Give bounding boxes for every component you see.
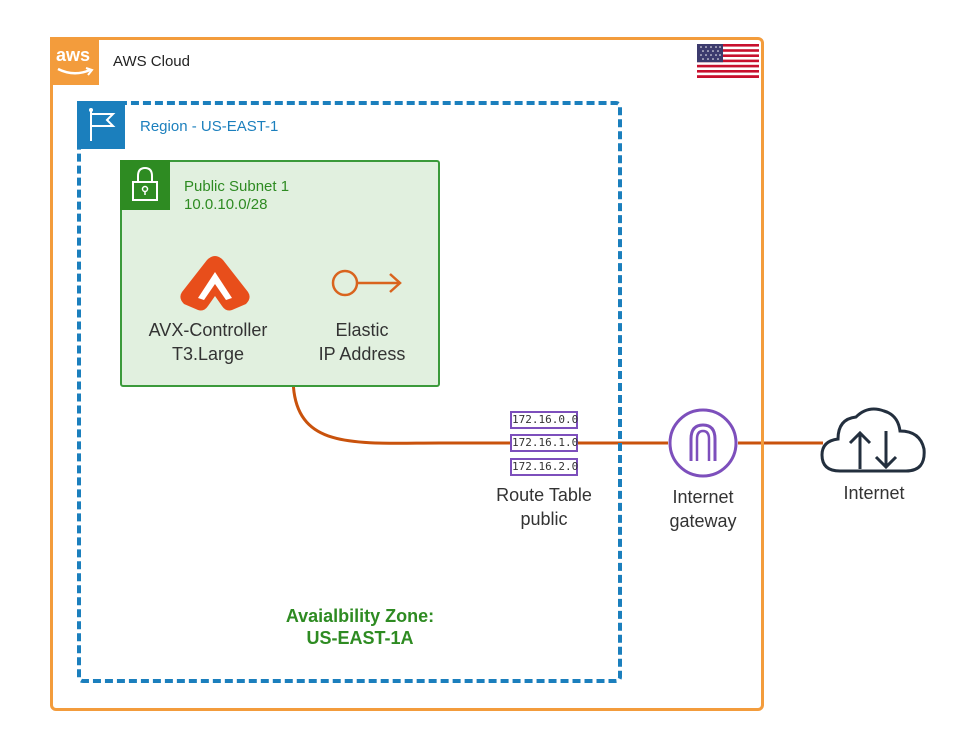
- igw-line2: gateway: [669, 511, 737, 531]
- eip-line1: Elastic: [335, 320, 389, 340]
- region-title: Region - US-EAST-1: [140, 118, 279, 135]
- controller-type: T3.Large: [171, 344, 245, 364]
- elastic-ip-icon: [331, 269, 402, 297]
- subnet-title: Public Subnet 1: [184, 178, 290, 195]
- availability-zone-label: Avaialbility Zone: US-EAST-1A: [240, 605, 480, 649]
- route-table-name: public: [520, 509, 568, 529]
- region-group: [77, 101, 622, 683]
- eip-label: Elastic IP Address: [292, 318, 432, 366]
- us-flag-icon: [697, 44, 759, 78]
- cloud-upload-download-icon: [820, 407, 926, 473]
- az-line2: US-EAST-1A: [306, 628, 414, 648]
- aviatrix-icon: [180, 256, 250, 311]
- route-entry: 172.16.0.0: [510, 411, 578, 429]
- aws-logo-icon: aws: [50, 37, 99, 85]
- internet-gateway-icon: [668, 408, 738, 478]
- route-entry: 172.16.2.0: [510, 458, 578, 476]
- igw-label: Internet gateway: [633, 485, 773, 533]
- lock-icon: [120, 160, 170, 210]
- subnet-title-block: Public Subnet 1 10.0.10.0/28: [184, 178, 289, 214]
- subnet-cidr: 10.0.10.0/28: [184, 196, 268, 213]
- route-table-title: Route Table: [496, 485, 592, 505]
- aws-cloud-group: [50, 37, 764, 711]
- route-entry: 172.16.1.0: [510, 434, 578, 452]
- az-line1: Avaialbility Zone:: [285, 606, 435, 626]
- route-table-label: Route Table public: [474, 483, 614, 531]
- public-subnet-group: [120, 160, 440, 387]
- aws-cloud-title: AWS Cloud: [113, 53, 190, 70]
- internet-label: Internet: [843, 483, 905, 503]
- aws-logo-text: aws: [56, 45, 91, 65]
- controller-label: AVX-Controller T3.Large: [128, 318, 288, 366]
- controller-name: AVX-Controller: [148, 320, 268, 340]
- flag-icon: [77, 101, 125, 149]
- eip-line2: IP Address: [318, 344, 406, 364]
- igw-line1: Internet: [672, 487, 734, 507]
